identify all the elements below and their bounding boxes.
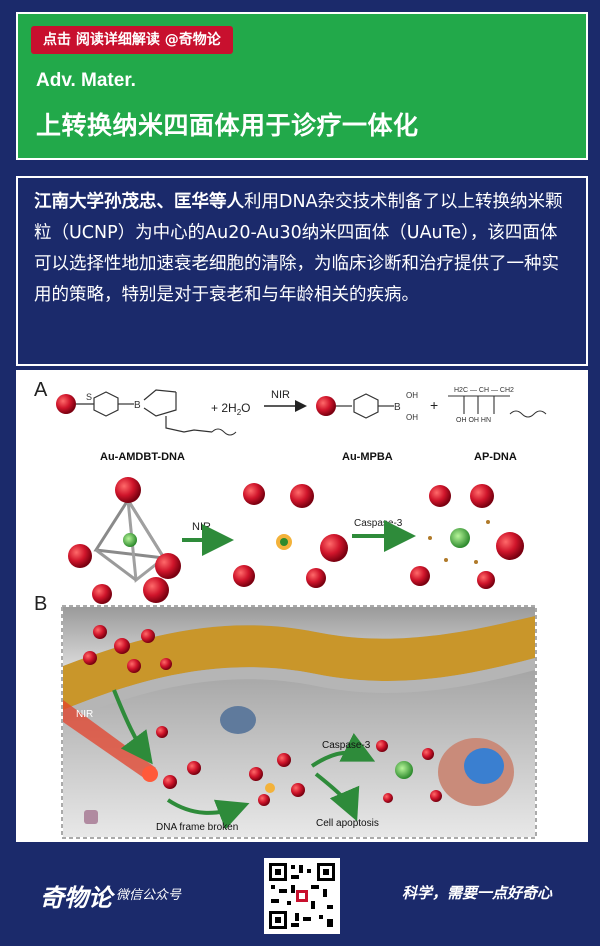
water-term: + 2H2O	[211, 401, 250, 417]
scientific-figure: A S B + 2H2O NIR B OH OH +	[16, 370, 588, 842]
caspase-label-b: Caspase-3	[322, 740, 371, 751]
svg-text:OH: OH	[406, 391, 418, 400]
gold-particle-icon	[316, 396, 336, 416]
panel-b-label: B	[34, 593, 47, 615]
caspase-label-mid: Caspase-3	[354, 518, 403, 529]
label-au-mpba: Au-MPBA	[342, 451, 393, 463]
panel-a-label: A	[34, 379, 48, 401]
svg-text:B: B	[134, 400, 141, 411]
footer: 奇物论 微信公众号 科学，需要一点好奇心	[0, 846, 600, 946]
page-title: 上转换纳米四面体用于诊疗一体化	[36, 111, 419, 140]
qr-code-graphic	[267, 861, 337, 931]
cell-apoptosis-label: Cell apoptosis	[316, 818, 379, 829]
abstract-body: 利用DNA杂交技术制备了以上转换纳米颗粒（UCNP）为中心的Au20-Au30纳…	[34, 192, 563, 305]
apoptosis-particles	[410, 484, 524, 589]
header-panel: 点击 阅读详细解读 @奇物论 Adv. Mater. 上转换纳米四面体用于诊疗一…	[16, 12, 588, 160]
gold-particle-icon	[56, 394, 76, 414]
cell-scene	[61, 605, 537, 839]
read-more-tag[interactable]: 点击 阅读详细解读 @奇物论	[31, 26, 233, 54]
abstract-authors: 江南大学孙茂忠、匡华等人	[34, 192, 244, 212]
label-ap-dna: AP-DNA	[474, 451, 517, 463]
nanotetrahedron-assembly	[68, 477, 181, 604]
qr-code-icon[interactable]	[264, 858, 340, 934]
svg-text:S: S	[86, 392, 92, 402]
brand-subtitle: 微信公众号	[116, 888, 182, 903]
benzene-ring-icon	[93, 391, 119, 417]
svg-text:OH: OH	[406, 413, 418, 422]
nir-label-top: NIR	[271, 389, 290, 401]
released-particles	[233, 483, 348, 588]
svg-text:B: B	[394, 402, 401, 413]
svg-text:OH OH HN: OH OH HN	[456, 417, 491, 424]
label-au-amdbt-dna: Au-AMDBT-DNA	[100, 451, 185, 463]
benzene-ring-icon	[353, 393, 379, 419]
journal-name: Adv. Mater.	[36, 70, 136, 91]
slogan: 科学，需要一点好奇心	[402, 884, 553, 902]
brand-logo: 奇物论	[40, 883, 112, 912]
nir-label-b: NIR	[76, 709, 93, 720]
figure-illustration: A S B + 2H2O NIR B OH OH +	[34, 379, 547, 839]
svg-text:H2C — CH — CH2: H2C — CH — CH2	[454, 387, 514, 394]
plus-sign: +	[430, 397, 438, 413]
nir-label-mid: NIR	[192, 521, 211, 533]
abstract-panel: 江南大学孙茂忠、匡华等人利用DNA杂交技术制备了以上转换纳米颗粒（UCNP）为中…	[16, 176, 588, 366]
dna-frame-broken-label: DNA frame broken	[156, 822, 238, 833]
